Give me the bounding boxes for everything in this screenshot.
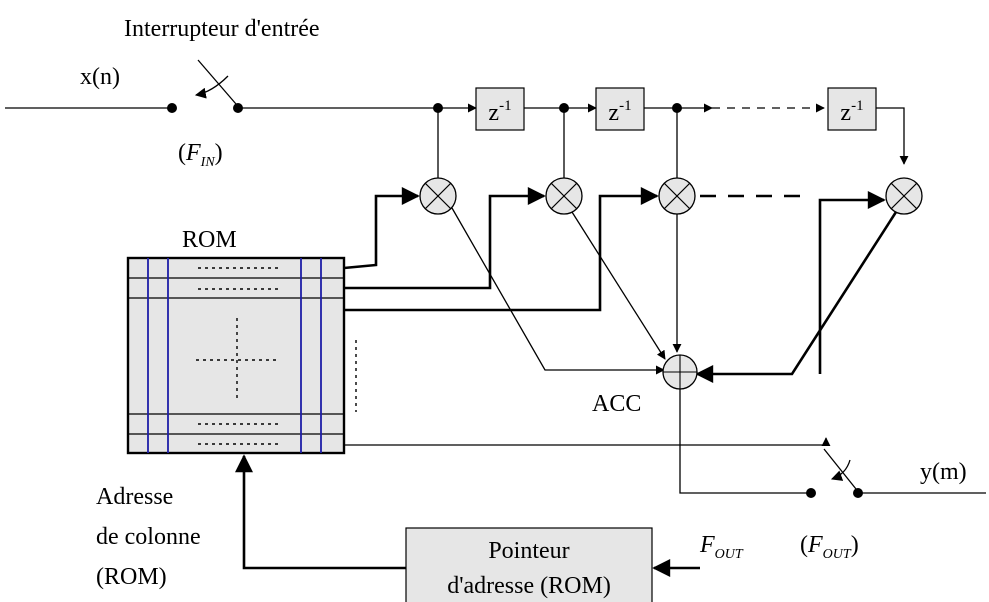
fin-label: (FIN) xyxy=(178,140,223,170)
delay-block-1: z-1 xyxy=(475,87,525,131)
pointer-to-rom-address xyxy=(235,454,406,570)
input-switch-motion-arrow xyxy=(194,75,229,99)
delay-line-last-tap xyxy=(876,107,909,165)
rom-block xyxy=(126,256,346,455)
pointer-label-line2: d'adresse (ROM) xyxy=(447,573,611,599)
acc-label: ACC xyxy=(592,391,641,417)
acc-output-line xyxy=(679,389,810,494)
multiplier-3 xyxy=(658,177,696,215)
switch-title: Interrupteur d'entrée xyxy=(124,16,320,42)
rom-label: ROM xyxy=(182,227,237,253)
fout-switch-label: (FOUT) xyxy=(800,532,859,562)
input-signal-label: x(n) xyxy=(80,64,120,90)
delay-block-2: z-1 xyxy=(595,87,645,131)
svg-text:z-1: z-1 xyxy=(608,98,631,126)
address-pointer-block: Pointeur d'adresse (ROM) xyxy=(405,527,653,602)
address-label-line3: (ROM) xyxy=(96,564,167,590)
accumulator xyxy=(662,354,698,390)
output-switch-blade xyxy=(823,448,857,490)
pointer-label-line1: Pointeur xyxy=(488,538,569,564)
mult4-to-acc xyxy=(695,211,898,383)
rom-bus-3 xyxy=(344,187,659,312)
rom-bus-4 xyxy=(818,191,886,374)
fout-label: FOUT xyxy=(699,532,744,562)
svg-text:z-1: z-1 xyxy=(840,98,863,126)
svg-text:z-1: z-1 xyxy=(488,98,511,126)
rom-bus-1 xyxy=(343,187,420,270)
delay-block-3: z-1 xyxy=(827,87,877,131)
multiplier-4 xyxy=(885,177,923,215)
output-switch-motion-arrow xyxy=(830,459,851,481)
input-switch-terminal-left xyxy=(167,103,177,113)
mult2-to-acc xyxy=(571,211,666,360)
input-switch-blade xyxy=(197,59,237,105)
address-label-line1: Adresse xyxy=(96,484,173,510)
address-label-line2: de colonne xyxy=(96,524,201,550)
output-signal-label: y(m) xyxy=(920,459,967,485)
rom-to-output-switch xyxy=(344,437,831,447)
multiplier-2 xyxy=(545,177,583,215)
multiplier-1 xyxy=(419,177,457,215)
rom-bus-2 xyxy=(344,187,546,290)
output-switch-terminal-left xyxy=(806,488,816,498)
mult1-to-acc xyxy=(451,207,665,375)
